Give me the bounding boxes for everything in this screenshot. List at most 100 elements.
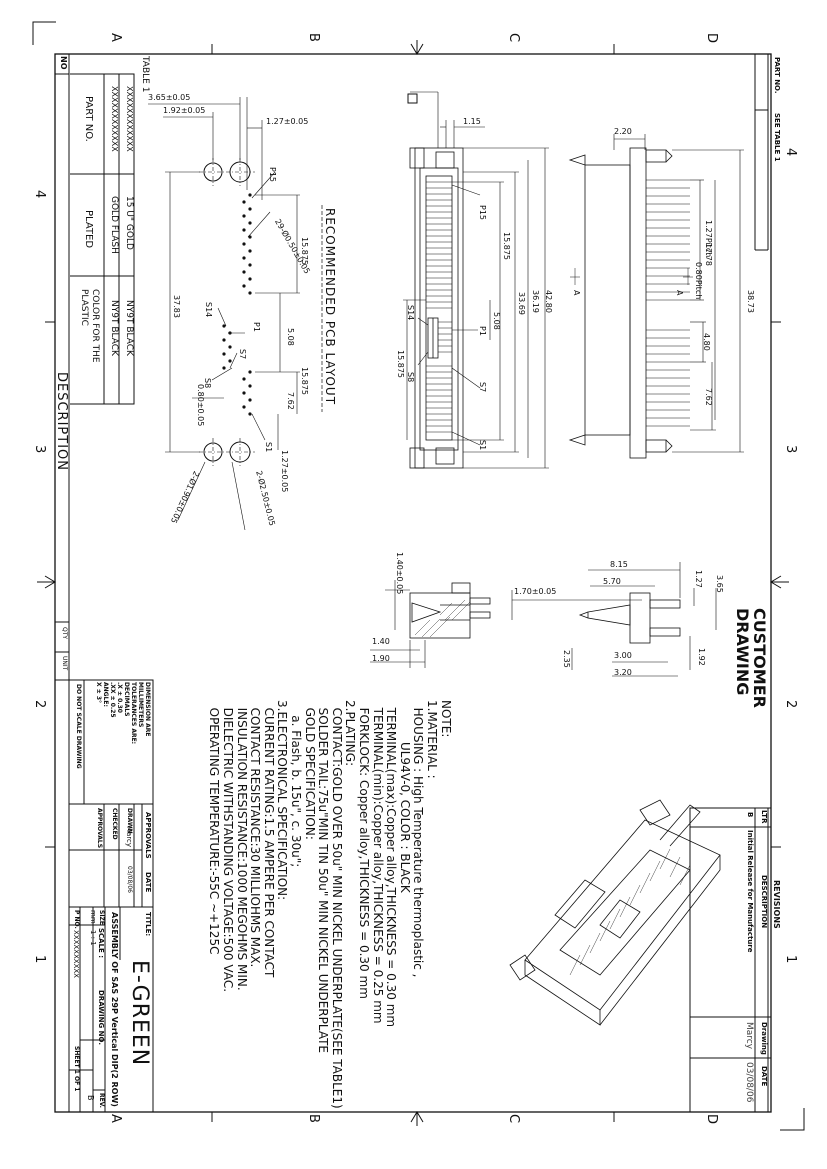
end-dim-127: 1.27 — [694, 570, 703, 588]
strip-no: NO — [59, 56, 68, 70]
end-dim-815: 8.15 — [610, 560, 628, 569]
rev-header-drawing: Drawing — [760, 1022, 768, 1055]
note-line: GOLD SPECIFICATION: — [302, 700, 317, 840]
top-pin-s1: S1 — [478, 440, 487, 451]
end-dim-570: 5.70 — [603, 577, 621, 586]
end-dim-320: 3.20 — [614, 668, 632, 677]
section-dim-190: 1.90 — [372, 654, 390, 663]
zone-letter-bottom-d: D — [704, 1114, 719, 1125]
description-label: DESCRIPTION — [54, 372, 69, 471]
top-pin-p15: P15 — [478, 205, 487, 221]
strip-unit: UNIT — [61, 656, 68, 671]
customer-drawing-label: CUSTOMER DRAWING — [733, 608, 769, 708]
size-value: mm — [89, 910, 97, 924]
title-label: TITLE: — [144, 912, 152, 937]
pcb-dim-508: 5.08 — [286, 328, 295, 346]
top-dim-508: 5.08 — [492, 312, 501, 330]
top-dim-15875-b: 15.875 — [396, 350, 405, 378]
table1-r1-part: XXXXXXXXXXXX — [125, 86, 134, 152]
table1-r2-plated: GOLD FLASH — [109, 196, 119, 254]
end-dim-235: 2.35 — [562, 650, 571, 668]
note-line: 2.PLATING: — [343, 700, 358, 767]
zone-number-left-2: 2 — [32, 700, 47, 709]
date-header: DATE — [144, 872, 152, 893]
side-dim-3873: 38.73 — [746, 290, 755, 313]
side-dim-480: 4.80 — [702, 333, 711, 351]
do-not-scale: DO NOT SCALE DRAWING — [75, 684, 82, 769]
table1-title: TABLE 1 — [140, 56, 150, 93]
side-section-a-left: A — [572, 290, 581, 296]
notes-title: NOTE: — [439, 700, 453, 738]
pcb-dim-192: 1.92±0.05 — [163, 106, 206, 115]
rev-row-drawing: Marcy — [744, 1022, 754, 1050]
top-dim-3369: 33.69 — [517, 292, 526, 315]
zone-letter-top-b: B — [306, 33, 321, 42]
rev-header-date: DATE — [760, 1066, 768, 1087]
note-line: 3.ELECTRONICAL SPECIFICATION: — [275, 700, 290, 901]
note-line: a. Flash, b. 15u", c. 30u"; — [289, 700, 304, 868]
note-line: SOLDER TAIL:75u"MIN TIN 50u" MIN NICKEL … — [316, 700, 331, 1054]
zone-letter-top-c: C — [506, 33, 521, 43]
pno-label: P NO. — [73, 910, 80, 929]
zone-letter-bottom-a: A — [108, 1114, 123, 1123]
pcb-dim-080: 0.80±0.05 — [196, 384, 205, 427]
top-dim-4280: 42.80 — [544, 290, 553, 313]
top-pin-s14: S14 — [406, 305, 415, 321]
dim-note-5: .XX ± 0.25 — [109, 682, 116, 718]
strip-qty: QTY — [61, 627, 68, 640]
end-dim-365: 3.65 — [715, 575, 724, 593]
end-dim-300: 3.00 — [614, 651, 632, 660]
pcb-pin-s14: S14 — [204, 302, 213, 318]
rev-row-date: 03/08/06 — [744, 1062, 754, 1103]
note-line: UL94V-0, COLOR : BLACK — [397, 700, 412, 893]
note-line: DIELECTRIC WITHSTANDING VOLTAGE:500 VAC. — [221, 700, 236, 993]
zone-letter-bottom-c: C — [506, 1114, 521, 1124]
table1-header-plated: PLATED — [83, 210, 94, 249]
approvals-header: APPROVALS — [144, 812, 152, 859]
approvals-label: APPROVALS — [96, 808, 103, 849]
drawn-date: 03/08/06 — [126, 866, 133, 893]
notes-lines: 1.MATERIAL : HOUSING : High Temperature … — [207, 700, 440, 1109]
side-dim-1778: 17.78 — [704, 243, 713, 266]
pcb-pin-s1: S1 — [264, 442, 273, 453]
table1-header-color: COLOR FOR THE PLASTIC — [79, 289, 100, 363]
table1-header-part-no: PART NO. — [83, 96, 94, 142]
dim-notes: DIMENSION ARE MILLIMETERS TOLERANCES ARE… — [95, 682, 151, 744]
note-line: CURRENT RATING:1.5 AMPERE PER CONTACT — [261, 700, 276, 978]
zone-number-left-4: 4 — [32, 190, 47, 199]
rev-value: B — [86, 1095, 95, 1101]
dim-note-2: TOLERANCES ARE: — [130, 682, 137, 745]
rev-header-ltr: LTR — [760, 810, 768, 824]
rev-label: REV. — [98, 1093, 105, 1108]
rev-row-ltr: B — [746, 812, 754, 818]
top-dim-3619: 36.19 — [531, 290, 540, 313]
note-line: TERMINAL(min):Copper alloy,THICKNESS = 0… — [370, 700, 385, 1024]
dim-note-6: ANGLE: — [102, 682, 109, 707]
drawn-by: Marcy — [125, 826, 133, 848]
dim-note-4: .X ± 0.30 — [116, 682, 123, 713]
zone-number-left-1: 1 — [32, 955, 47, 964]
side-dim-080pitch: 0.80Pitch — [694, 262, 703, 300]
dim-note-3: DECIMALS — [123, 682, 130, 717]
top-pin-s8: S8 — [406, 372, 415, 383]
zone-letter-top-d: D — [704, 33, 719, 44]
pcb-dim-762: 7.62 — [286, 392, 295, 410]
note-line: 1.MATERIAL : — [425, 700, 439, 779]
side-dim-762: 7.62 — [704, 388, 713, 406]
dim-note-7: X ± 3° — [95, 682, 102, 704]
pcb-layout-title: RECOMMENDED PCB LAYOUT — [323, 208, 337, 406]
table1-r1-plated: 15 U" GOLD — [124, 196, 134, 250]
note-line: FORKLOCK: Copper alloy,THICKNESS = 0.30 … — [357, 700, 372, 999]
rev-row-description: Initial Release for Manufacture — [746, 830, 754, 953]
zone-number-right-4: 4 — [783, 148, 798, 157]
pno-value: XXXXXXXXXX — [72, 930, 80, 978]
top-dim-15875-a: 15.875 — [502, 232, 511, 260]
pcb-pin-p1: P1 — [252, 322, 261, 332]
note-line: OPERATING TEMPERATURE:-55C ~+125C — [207, 700, 222, 955]
drawing-title: ASSEMBLY OF SAS 29P Vertical DIP(2 ROW) — [110, 912, 119, 1107]
side-section-a-right: A — [675, 290, 684, 296]
part-no-value: SEE TABLE 1 — [773, 113, 781, 162]
pcb-dim-127-bottom: 1.27±0.05 — [280, 450, 289, 493]
part-no-label: PART NO. — [773, 57, 781, 94]
scale-label: SCALE : — [97, 928, 105, 959]
